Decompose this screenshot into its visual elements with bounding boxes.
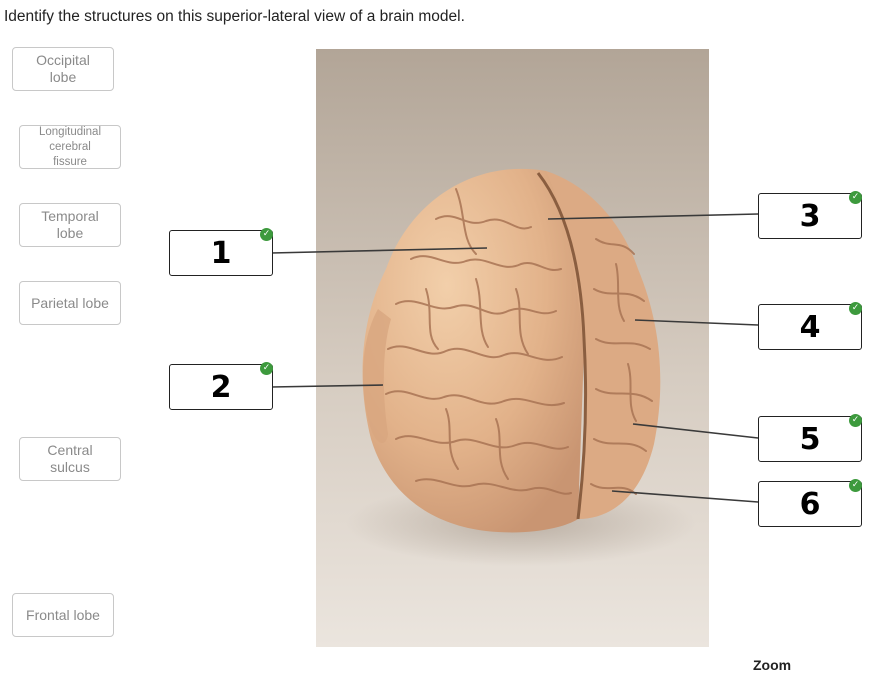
label-tile-text: Central sulcus [47, 442, 93, 475]
target-value: 1 [210, 235, 232, 271]
label-tile-temporal-lobe[interactable]: Temporal lobe [19, 203, 121, 247]
checkmark-icon: ✓ [260, 362, 273, 375]
label-tile-central-sulcus[interactable]: Central sulcus [19, 437, 121, 481]
label-tile-parietal-lobe[interactable]: Parietal lobe [19, 281, 121, 325]
label-tile-text: Parietal lobe [31, 294, 109, 311]
label-tile-occipital-lobe[interactable]: Occipital lobe [12, 47, 114, 91]
target-value: 3 [799, 198, 821, 234]
label-tile-text: Frontal lobe [26, 606, 100, 623]
drop-target-4[interactable]: 4 ✓ [758, 302, 862, 350]
checkmark-icon: ✓ [849, 414, 862, 427]
label-tile-text: Temporal lobe [41, 208, 99, 241]
target-value: 5 [799, 421, 821, 457]
label-tile-text: Occipital lobe [36, 52, 90, 85]
checkmark-icon: ✓ [849, 479, 862, 492]
label-tile-text: Longitudinal cerebral fissure [38, 125, 102, 168]
zoom-button[interactable]: Zoom [753, 657, 792, 673]
drop-target-3[interactable]: 3 ✓ [758, 191, 862, 239]
checkmark-icon: ✓ [849, 191, 862, 204]
brain-illustration [316, 49, 709, 647]
brain-model-image [316, 49, 709, 647]
label-tile-frontal-lobe[interactable]: Frontal lobe [12, 593, 114, 637]
drop-target-2[interactable]: 2 ✓ [169, 362, 273, 410]
target-value: 4 [799, 309, 821, 345]
checkmark-icon: ✓ [849, 302, 862, 315]
drop-target-5[interactable]: 5 ✓ [758, 414, 862, 462]
checkmark-icon: ✓ [260, 228, 273, 241]
instruction-text: Identify the structures on this superior… [4, 8, 465, 25]
drop-target-6[interactable]: 6 ✓ [758, 479, 862, 527]
target-value: 2 [210, 369, 232, 405]
drop-target-1[interactable]: 1 ✓ [169, 228, 273, 276]
label-tile-longitudinal-cerebral-fissure[interactable]: Longitudinal cerebral fissure [19, 125, 121, 169]
target-value: 6 [799, 486, 821, 522]
